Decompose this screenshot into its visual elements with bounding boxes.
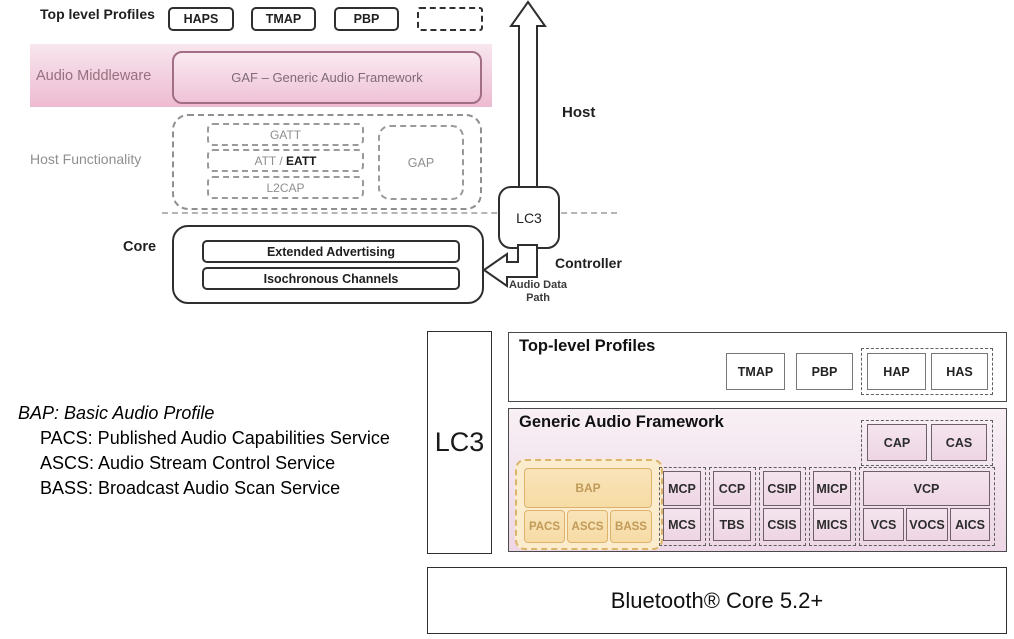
- att-eatt-box: ATT / EATT: [207, 149, 364, 172]
- hap-has-group: HAP HAS: [861, 348, 993, 395]
- host-up-arrow-icon: [509, 0, 547, 194]
- audio-data-path-arrow-icon: [482, 244, 538, 288]
- ccp-box: CCP: [713, 471, 751, 506]
- bap-group: BAP PACS ASCS BASS: [515, 459, 663, 550]
- generic-audio-framework-panel: Generic Audio Framework CAP CAS BAP PACS…: [508, 408, 1007, 552]
- lc3-codec-column: LC3: [427, 331, 492, 554]
- csip-csis-group: CSIP CSIS: [759, 467, 806, 546]
- pbp-box: PBP: [796, 353, 853, 390]
- vocs-box: VOCS: [906, 508, 948, 541]
- extended-advertising-box: Extended Advertising: [202, 240, 460, 263]
- mcp-box: MCP: [663, 471, 701, 506]
- audio-middleware-label: Audio Middleware: [36, 67, 152, 84]
- gap-box: GAP: [378, 125, 464, 200]
- controller-label: Controller: [555, 255, 622, 271]
- audio-middleware-band: Audio Middleware GAF – Generic Audio Fra…: [30, 44, 492, 107]
- pacs-box: PACS: [524, 510, 565, 543]
- profile-box-tmap: TMAP: [251, 7, 316, 31]
- csis-box: CSIS: [763, 508, 801, 541]
- vcp-group: VCP VCS VOCS AICS: [859, 467, 995, 546]
- lc3-codec-box: LC3: [498, 186, 560, 249]
- eatt-label: EATT: [286, 153, 317, 168]
- att-label: ATT /: [254, 153, 287, 168]
- ascs-box: ASCS: [567, 510, 608, 543]
- top-level-profiles-panel: Top-level Profiles TMAP PBP HAP HAS: [508, 332, 1007, 402]
- legend-line-ascs: ASCS: Audio Stream Control Service: [40, 453, 336, 473]
- legend-line-bap: BAP: Basic Audio Profile: [18, 403, 215, 423]
- vcs-box: VCS: [863, 508, 904, 541]
- gaf-box: GAF – Generic Audio Framework: [172, 51, 482, 104]
- mcp-mcs-group: MCP MCS: [659, 467, 706, 546]
- tbs-box: TBS: [713, 508, 751, 541]
- profile-box-pbp: PBP: [334, 7, 399, 31]
- ccp-tbs-group: CCP TBS: [709, 467, 756, 546]
- top-level-profiles-title: Top-level Profiles: [519, 337, 656, 355]
- csip-box: CSIP: [763, 471, 801, 506]
- acronym-legend: BAP: Basic Audio Profile PACS: Published…: [18, 401, 390, 501]
- micp-box: MICP: [813, 471, 851, 506]
- core-label: Core: [123, 239, 157, 255]
- cas-box: CAS: [931, 424, 987, 461]
- bluetooth-core-bar: Bluetooth® Core 5.2+: [427, 567, 1007, 634]
- vcp-box: VCP: [863, 471, 990, 506]
- mcs-box: MCS: [663, 508, 701, 541]
- has-box: HAS: [931, 353, 988, 390]
- profile-box-haps: HAPS: [168, 7, 234, 31]
- top-level-profiles-label: Top level Profiles: [40, 6, 155, 22]
- bap-box: BAP: [524, 468, 652, 508]
- host-label: Host: [562, 104, 596, 121]
- hap-box: HAP: [867, 353, 926, 390]
- cap-cas-group: CAP CAS: [861, 420, 993, 466]
- host-functionality-container: GATT ATT / EATT L2CAP GAP: [172, 114, 482, 210]
- profile-box-future-placeholder: [417, 7, 483, 31]
- l2cap-box: L2CAP: [207, 176, 364, 199]
- legend-line-pacs: PACS: Published Audio Capabilities Servi…: [40, 428, 390, 448]
- gatt-box: GATT: [207, 123, 364, 146]
- aics-box: AICS: [950, 508, 990, 541]
- audio-data-path-label: Audio Data Path: [508, 279, 568, 304]
- bass-box: BASS: [610, 510, 652, 543]
- generic-audio-framework-title: Generic Audio Framework: [519, 413, 724, 431]
- host-functionality-label: Host Functionality: [30, 151, 142, 167]
- cap-box: CAP: [867, 424, 927, 461]
- mics-box: MICS: [813, 508, 851, 541]
- host-controller-divider: [162, 212, 617, 214]
- isochronous-channels-box: Isochronous Channels: [202, 267, 460, 290]
- legend-line-bass: BASS: Broadcast Audio Scan Service: [40, 478, 341, 498]
- core-container: Extended Advertising Isochronous Channel…: [172, 225, 484, 304]
- tmap-box: TMAP: [726, 353, 785, 390]
- micp-mics-group: MICP MICS: [809, 467, 856, 546]
